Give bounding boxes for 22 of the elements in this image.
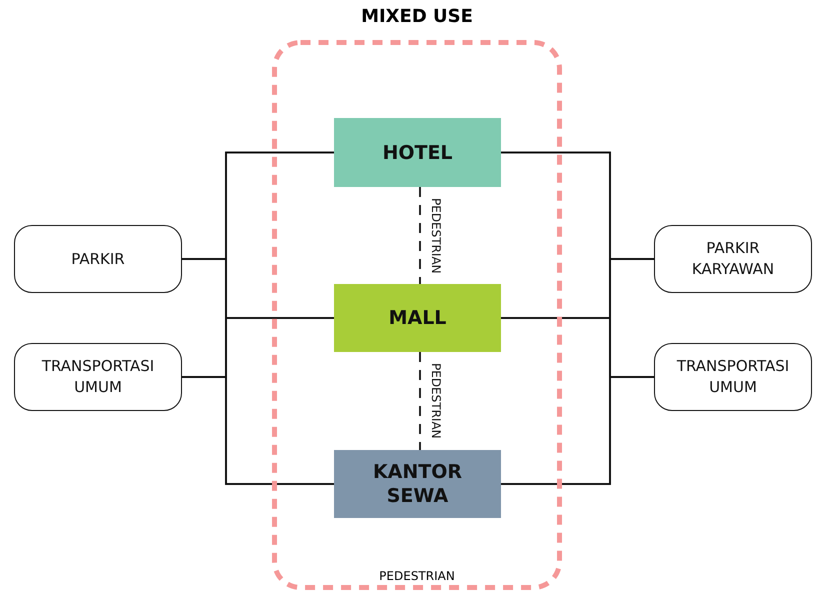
building-block: [334, 450, 501, 518]
rounded-box: [14, 343, 182, 411]
node-label: MALL: [388, 306, 446, 330]
region-title: MIXED USE: [360, 4, 474, 28]
rounded-box: [14, 225, 182, 293]
edge-label: PEDESTRIAN: [429, 198, 443, 274]
building-block: [334, 118, 501, 187]
connector-line: [182, 376, 334, 485]
edge-label: PEDESTRIAN: [429, 363, 443, 439]
building-block: [334, 284, 501, 352]
node-label: KANTOR SEWA: [372, 460, 464, 508]
dashed-connector: [419, 352, 421, 450]
node-label: PARKIR KARYAWAN: [690, 238, 776, 280]
node-label: TRANSPORTASI UMUM: [40, 356, 156, 398]
node-label: PARKIR: [71, 248, 125, 270]
node-label: TRANSPORTASI UMUM: [676, 356, 790, 398]
connector-line: [501, 376, 654, 485]
dashed-connector: [419, 187, 421, 284]
node-label: HOTEL: [382, 140, 453, 164]
region-label: PEDESTRIAN: [378, 568, 456, 584]
rounded-box: [654, 343, 812, 411]
rounded-box: [654, 225, 812, 293]
